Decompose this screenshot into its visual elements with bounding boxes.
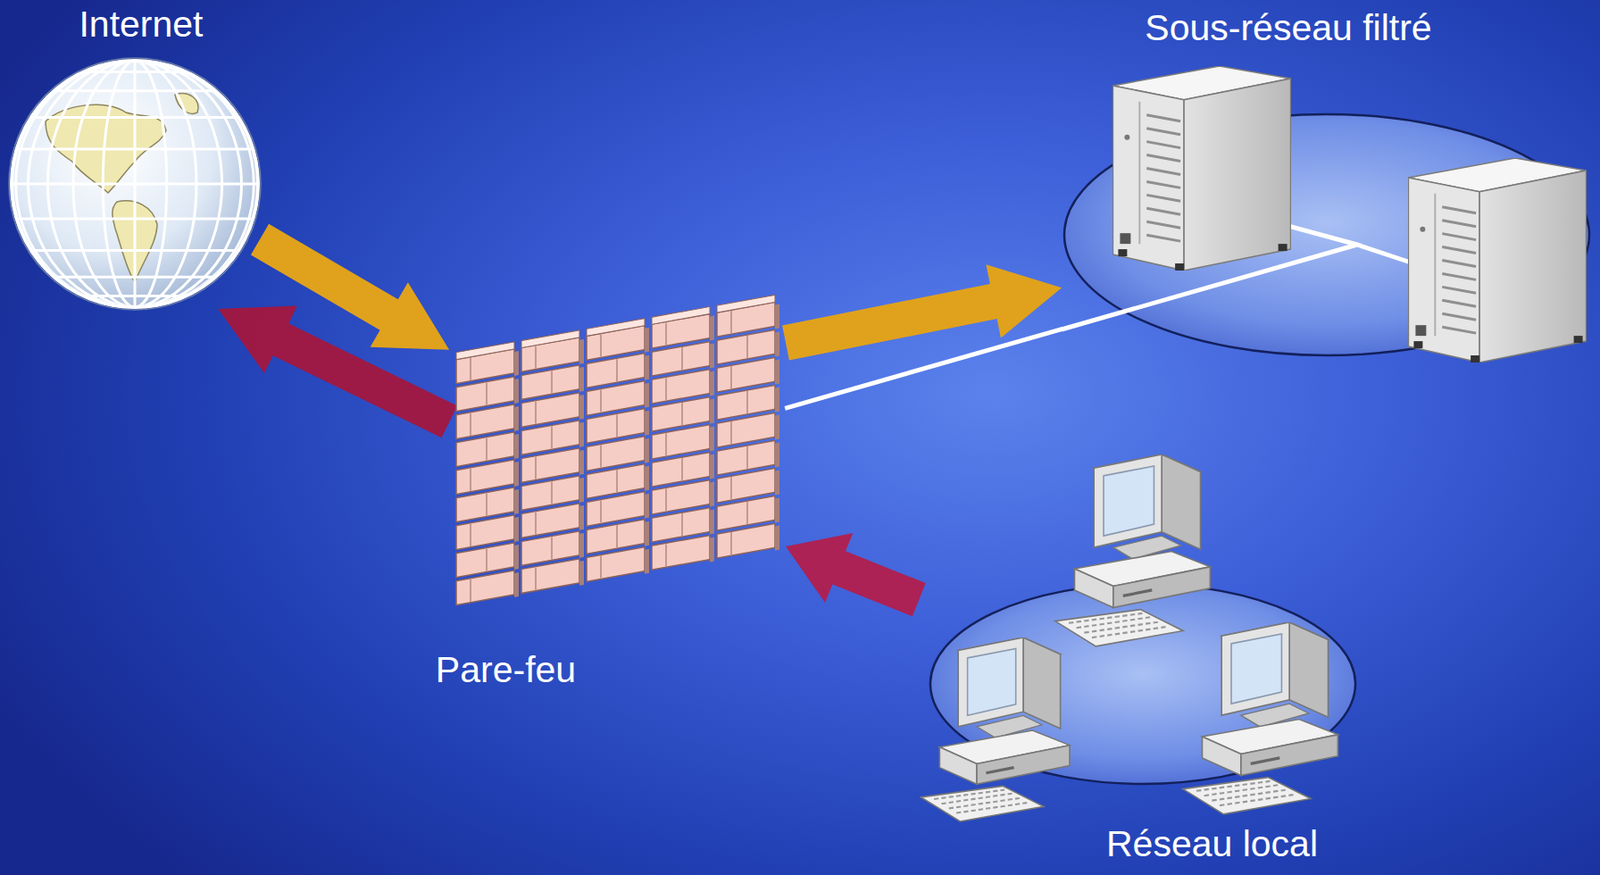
forward-arrow	[782, 264, 1062, 360]
subnet-illustration	[1061, 66, 1592, 367]
node-label: Sous-réseau filtré	[1144, 8, 1432, 49]
firewall-wall	[449, 295, 786, 613]
node-label: Internet	[78, 4, 203, 45]
globe-illustration	[9, 58, 260, 309]
node-label: Pare-feu	[435, 650, 576, 691]
link-line	[784, 328, 1063, 409]
firewall: Pare-feu	[449, 295, 786, 613]
node-label: Réseau local	[1106, 824, 1318, 865]
local-network: Réseau local	[918, 454, 1358, 827]
screened-subnet: Sous-réseau filtré	[1061, 66, 1592, 367]
outbound-arrow	[217, 305, 458, 438]
internet-globe: Internet	[9, 58, 260, 309]
lan-illustration	[918, 454, 1358, 827]
lan-arrow	[785, 533, 926, 617]
